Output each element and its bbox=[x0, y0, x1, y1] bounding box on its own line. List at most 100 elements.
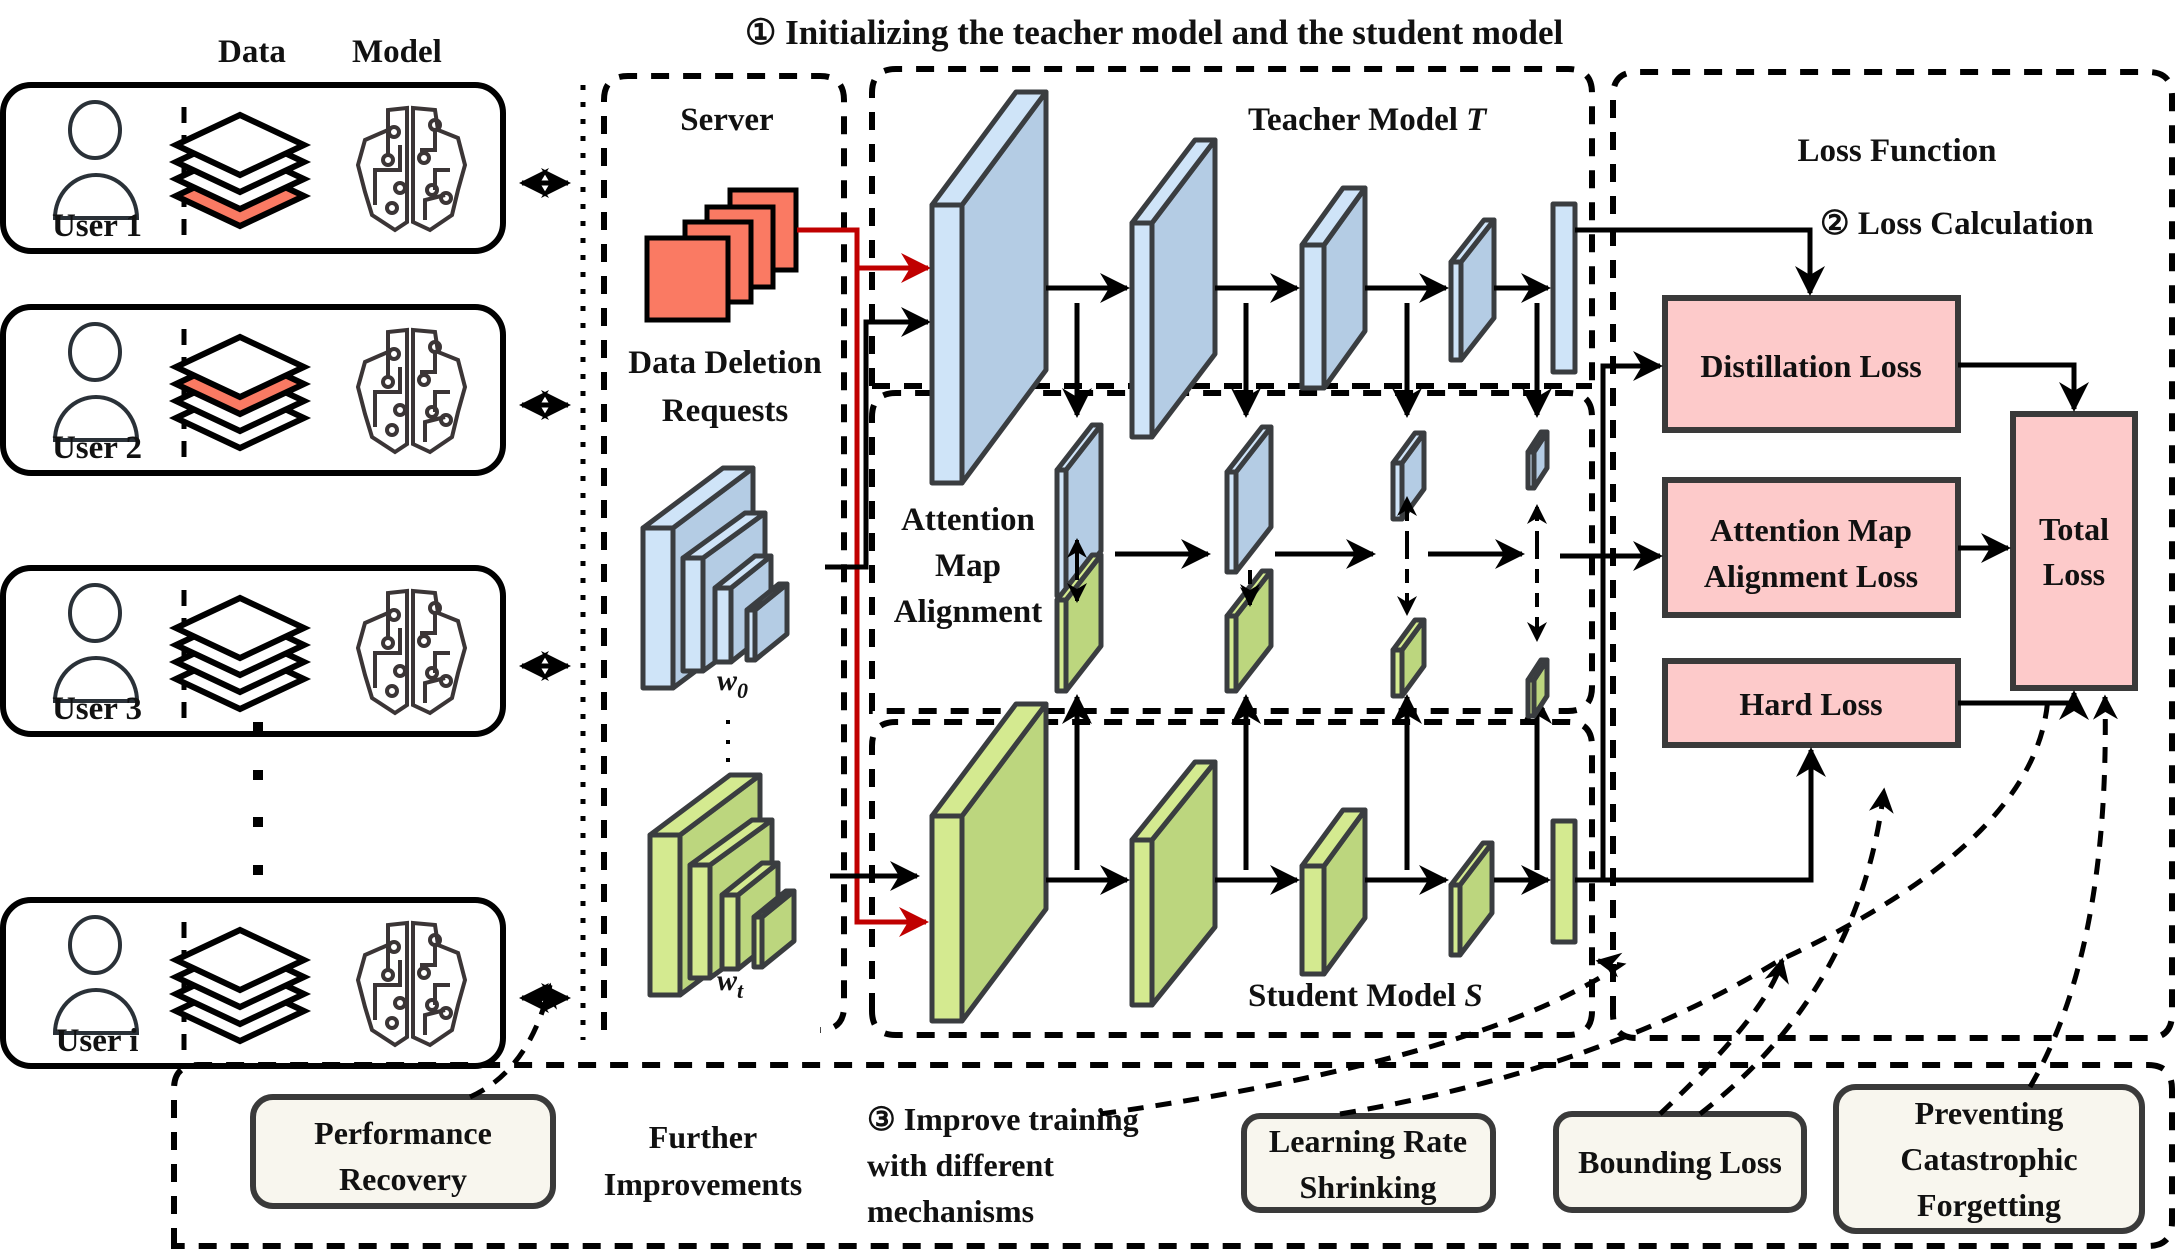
teacher-weights-icon bbox=[640, 465, 790, 691]
user-icon bbox=[52, 322, 140, 442]
performance-to-users-arrow bbox=[468, 982, 558, 1100]
student-attention-map-4 bbox=[1525, 657, 1550, 719]
hard-loss-label: Hard Loss bbox=[1739, 686, 1882, 722]
server-title: Server bbox=[680, 102, 773, 138]
teacher-attention-map-3 bbox=[1390, 430, 1427, 522]
deletion-label-line1: Data Deletion bbox=[628, 345, 821, 381]
attention-container bbox=[869, 390, 1595, 714]
user-label: User 3 bbox=[52, 691, 142, 727]
preventing-forgetting-box bbox=[1833, 1084, 2145, 1234]
preventing-forgetting-line1: Preventing bbox=[1915, 1095, 2064, 1131]
teacher-network bbox=[929, 89, 1578, 486]
data-layers-icon bbox=[168, 594, 312, 713]
forgetting-to-total-arrow bbox=[2027, 694, 2118, 1089]
student-output bbox=[1550, 818, 1578, 945]
attention-loss-box bbox=[1662, 477, 1961, 618]
user-list: User 1 User 2 User 3 User i bbox=[0, 82, 571, 1069]
user-row[interactable]: User i bbox=[0, 897, 571, 1069]
preventing-forgetting-line2: Catastrophic bbox=[1900, 1141, 2077, 1177]
step-3-line1: ③ Improve training bbox=[867, 1101, 1139, 1137]
student-layer-3 bbox=[1299, 807, 1368, 977]
loss-function-container bbox=[1610, 69, 2175, 1041]
distillation-loss-label: Distillation Loss bbox=[1700, 348, 1921, 384]
step-3-line3: mechanisms bbox=[867, 1193, 1034, 1229]
performance-recovery-line1: Performance bbox=[314, 1115, 492, 1151]
brain-model-icon bbox=[355, 105, 468, 233]
learning-rate-line1: Learning Rate bbox=[1269, 1123, 1467, 1159]
deletion-path-student bbox=[797, 227, 929, 937]
preventing-forgetting-line3: Forgetting bbox=[1917, 1187, 2061, 1223]
bounding-loss-label: Bounding Loss bbox=[1578, 1144, 1782, 1180]
deletion-label-line2: Requests bbox=[662, 393, 789, 429]
user-label: User i bbox=[56, 1023, 139, 1059]
student-container bbox=[869, 719, 1595, 1038]
total-loss-label-line1: Total bbox=[2039, 511, 2109, 547]
teacher-layer-1 bbox=[929, 89, 1049, 486]
user-icon bbox=[52, 100, 140, 220]
improvements-container bbox=[171, 1062, 2175, 1249]
lr-to-total-curve bbox=[1339, 695, 2051, 1117]
hard-to-total-arrow bbox=[1958, 690, 2089, 720]
data-layers-icon bbox=[168, 926, 312, 1045]
student-network bbox=[929, 694, 1578, 1024]
more-users-ellipsis bbox=[253, 722, 263, 875]
student-layer-1 bbox=[929, 701, 1049, 1024]
distillation-to-total-arrow bbox=[1958, 362, 2089, 412]
total-loss-box bbox=[2010, 411, 2138, 691]
student-to-hard-arrow bbox=[1603, 747, 1826, 883]
step-1-title: ① Initializing the teacher model and the… bbox=[745, 13, 1564, 52]
further-improvements-line1: Further bbox=[649, 1119, 757, 1155]
user-row[interactable]: User 2 bbox=[0, 304, 571, 476]
deletion-requests-icon bbox=[644, 187, 799, 323]
further-improvements-line2: Improvements bbox=[604, 1166, 803, 1202]
user-icon bbox=[52, 583, 140, 703]
teacher-output bbox=[1550, 201, 1578, 375]
teacher-layer-3 bbox=[1299, 185, 1368, 391]
student-attention-map-3 bbox=[1390, 617, 1427, 699]
user-row[interactable]: User 3 bbox=[0, 565, 571, 737]
learning-rate-shrinking-box bbox=[1241, 1113, 1496, 1213]
attention-label-line2: Map bbox=[935, 548, 1001, 584]
teacher-container bbox=[869, 66, 1595, 386]
teacher-init-arrow bbox=[825, 307, 931, 570]
student-title: Student Model S bbox=[1248, 978, 1483, 1014]
brain-model-icon bbox=[355, 588, 468, 716]
loss-function-title: Loss Function bbox=[1798, 133, 1997, 169]
user-label: User 1 bbox=[52, 208, 142, 244]
hard-loss-box bbox=[1662, 658, 1961, 748]
teacher-layer-4 bbox=[1448, 217, 1497, 363]
attention-loss-label-line1: Attention Map bbox=[1710, 512, 1912, 548]
data-layers-icon bbox=[168, 111, 312, 230]
data-layers-icon bbox=[168, 333, 312, 452]
lr-to-student-arrow bbox=[1099, 952, 1627, 1117]
teacher-attention-map-2 bbox=[1224, 424, 1274, 575]
student-attention-map-2 bbox=[1224, 568, 1274, 694]
teacher-stack-layer-4 bbox=[744, 581, 790, 663]
step-3-line2: with different bbox=[867, 1147, 1054, 1183]
bounding-to-loss-arrow bbox=[1658, 957, 1789, 1116]
student-stack-layer-4 bbox=[751, 888, 797, 970]
student-layer-2 bbox=[1129, 759, 1218, 1008]
attention-maps bbox=[1054, 422, 1550, 719]
weights-ellipsis bbox=[726, 720, 730, 762]
user-row[interactable]: User 1 bbox=[0, 82, 571, 254]
learning-rate-line2: Shrinking bbox=[1300, 1169, 1437, 1205]
teacher-title: Teacher Model T bbox=[1248, 102, 1488, 138]
performance-recovery-box bbox=[250, 1094, 556, 1209]
student-weights-icon bbox=[647, 772, 797, 998]
total-loss-label-line2: Loss bbox=[2043, 556, 2105, 592]
teacher-to-distillation-arrow bbox=[1575, 227, 1825, 296]
brain-model-icon bbox=[355, 920, 468, 1048]
user-label: User 2 bbox=[52, 430, 142, 466]
loss-calculation-step: ② Loss Calculation bbox=[1820, 206, 2093, 242]
distillation-loss-box bbox=[1662, 295, 1961, 433]
teacher-attention-map-4 bbox=[1525, 429, 1550, 491]
student-layer-4 bbox=[1448, 840, 1495, 958]
model-column-header: Model bbox=[352, 34, 442, 70]
bounding-loss-box bbox=[1553, 1111, 1807, 1213]
attention-label-line3: Alignment bbox=[894, 594, 1043, 630]
attention-loss-label-line2: Alignment Loss bbox=[1704, 558, 1918, 594]
attention-label-line1: Attention bbox=[901, 502, 1035, 538]
data-column-header: Data bbox=[218, 34, 286, 70]
